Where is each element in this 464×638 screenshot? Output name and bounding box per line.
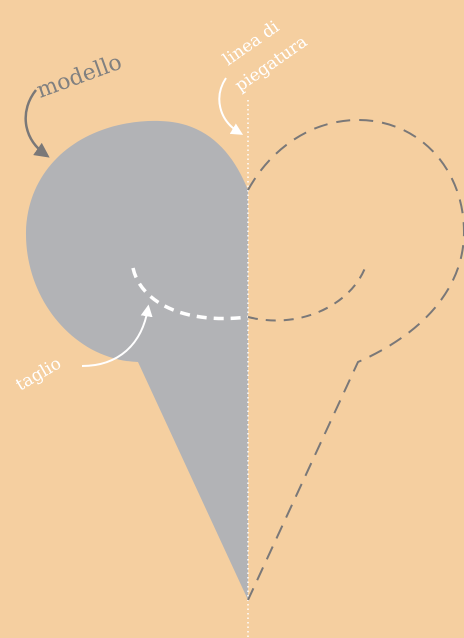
mirrored-outline: [247, 118, 464, 601]
cut-label: taglio: [13, 354, 65, 396]
curved-arrow-icon: [218, 77, 244, 135]
curved-arrow-icon: [24, 89, 50, 158]
curved-arrow-icon: [81, 304, 153, 367]
inner-curve-right: [247, 267, 366, 322]
model-label: modello: [34, 50, 126, 104]
fold-line-annotation: linea di piegatura: [218, 17, 311, 135]
model-shape: [25, 120, 248, 600]
cut-line: [131, 267, 249, 321]
